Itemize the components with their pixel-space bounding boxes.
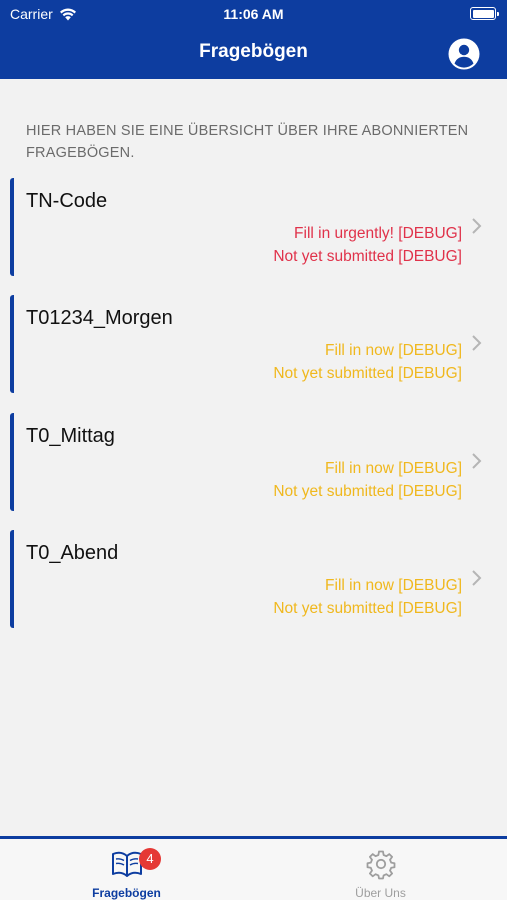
gear-icon [366,850,395,880]
questionnaire-title: T0_Abend [26,542,119,564]
questionnaire-title: T01234_Morgen [26,307,173,329]
battery-icon [470,7,499,20]
tab-ueber-uns[interactable]: Über Uns [254,839,507,900]
questionnaire-item-tn-code[interactable]: TN-Code Fill in urgently! [DEBUG] Not ye… [10,178,507,276]
questionnaire-status-fill: Fill in now [DEBUG] [325,460,462,477]
questionnaire-status-submitted: Not yet submitted [DEBUG] [273,248,462,265]
chevron-right-icon [472,335,482,351]
content-area: HIER HABEN SIE EINE ÜBERSICHT ÜBER IHRE … [0,79,507,836]
account-circle-icon[interactable] [448,38,480,70]
status-bar: Carrier 11:06 AM [0,0,507,28]
questionnaire-status-submitted: Not yet submitted [DEBUG] [273,600,462,617]
intro-text: HIER HABEN SIE EINE ÜBERSICHT ÜBER IHRE … [26,123,469,161]
questionnaire-status-submitted: Not yet submitted [DEBUG] [273,365,462,382]
questionnaire-status-fill: Fill in now [DEBUG] [325,577,462,594]
page-title: Fragebögen [199,41,308,62]
questionnaire-status-fill: Fill in now [DEBUG] [325,342,462,359]
questionnaire-item-t0-abend[interactable]: T0_Abend Fill in now [DEBUG] Not yet sub… [10,530,507,628]
questionnaire-status-submitted: Not yet submitted [DEBUG] [273,483,462,500]
questionnaire-item-t0-mittag[interactable]: T0_Mittag Fill in now [DEBUG] Not yet su… [10,413,507,511]
questionnaire-title: TN-Code [26,190,108,212]
navigation-header: Carrier 11:06 AM Fragebögen [0,0,507,79]
status-time: 11:06 AM [223,6,284,22]
questionnaire-item-t01234-morgen[interactable]: T01234_Morgen Fill in now [DEBUG] Not ye… [10,295,507,393]
tab-label: Über Uns [355,886,406,900]
chevron-right-icon [472,570,482,586]
chevron-right-icon [472,218,482,234]
book-icon [111,851,142,877]
tab-label: Fragebögen [92,886,161,900]
tab-frageboegen[interactable]: 4 Fragebögen [0,839,253,900]
carrier-info: Carrier [10,6,77,22]
questionnaire-title: T0_Mittag [26,425,115,447]
notification-badge: 4 [139,848,161,870]
chevron-right-icon [472,453,482,469]
tab-bar: 4 Fragebögen Über Uns [0,836,507,900]
carrier-label: Carrier [10,6,53,22]
questionnaire-status-fill: Fill in urgently! [DEBUG] [294,225,462,242]
wifi-icon [59,8,76,20]
